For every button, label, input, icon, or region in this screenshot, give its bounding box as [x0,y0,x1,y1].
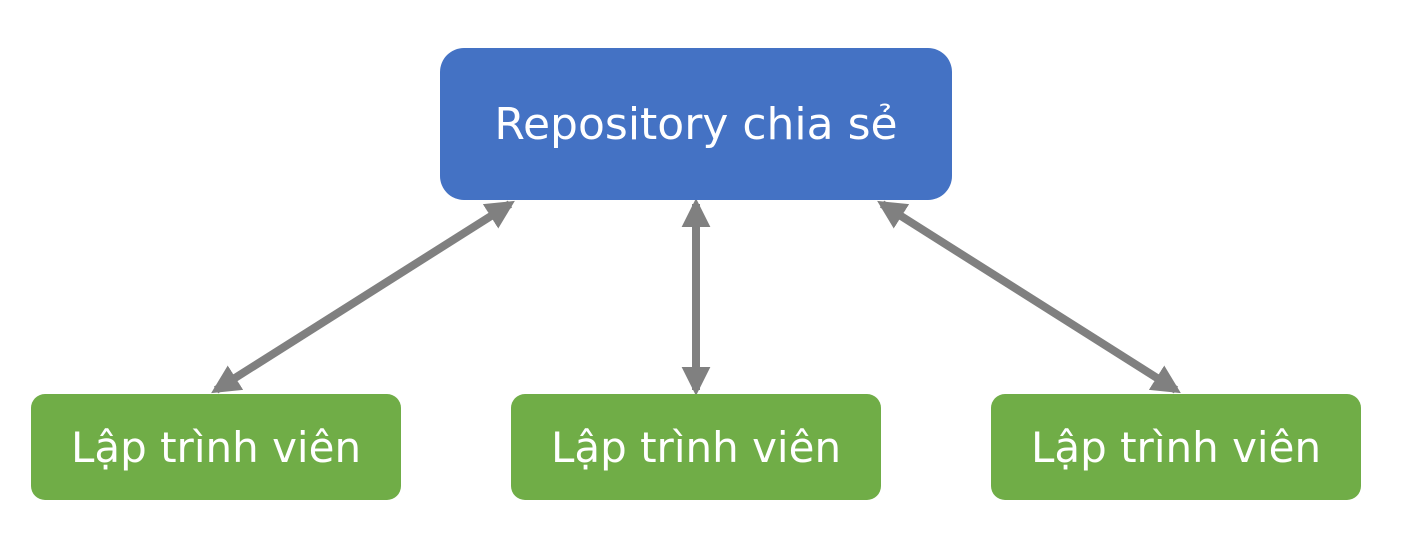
developer-node-3: Lập trình viên [991,394,1361,500]
connector-arrow-left [211,200,515,394]
developer-label: Lập trình viên [1030,422,1322,472]
developer-node-2: Lập trình viên [511,394,881,500]
shared-repository-node: Repository chia sẻ [440,48,952,200]
developer-label: Lập trình viên [550,422,842,472]
shared-repository-label: Repository chia sẻ [494,98,898,150]
developer-node-1: Lập trình viên [31,394,401,500]
connector-arrow-right [877,200,1181,394]
developer-label: Lập trình viên [70,422,362,472]
